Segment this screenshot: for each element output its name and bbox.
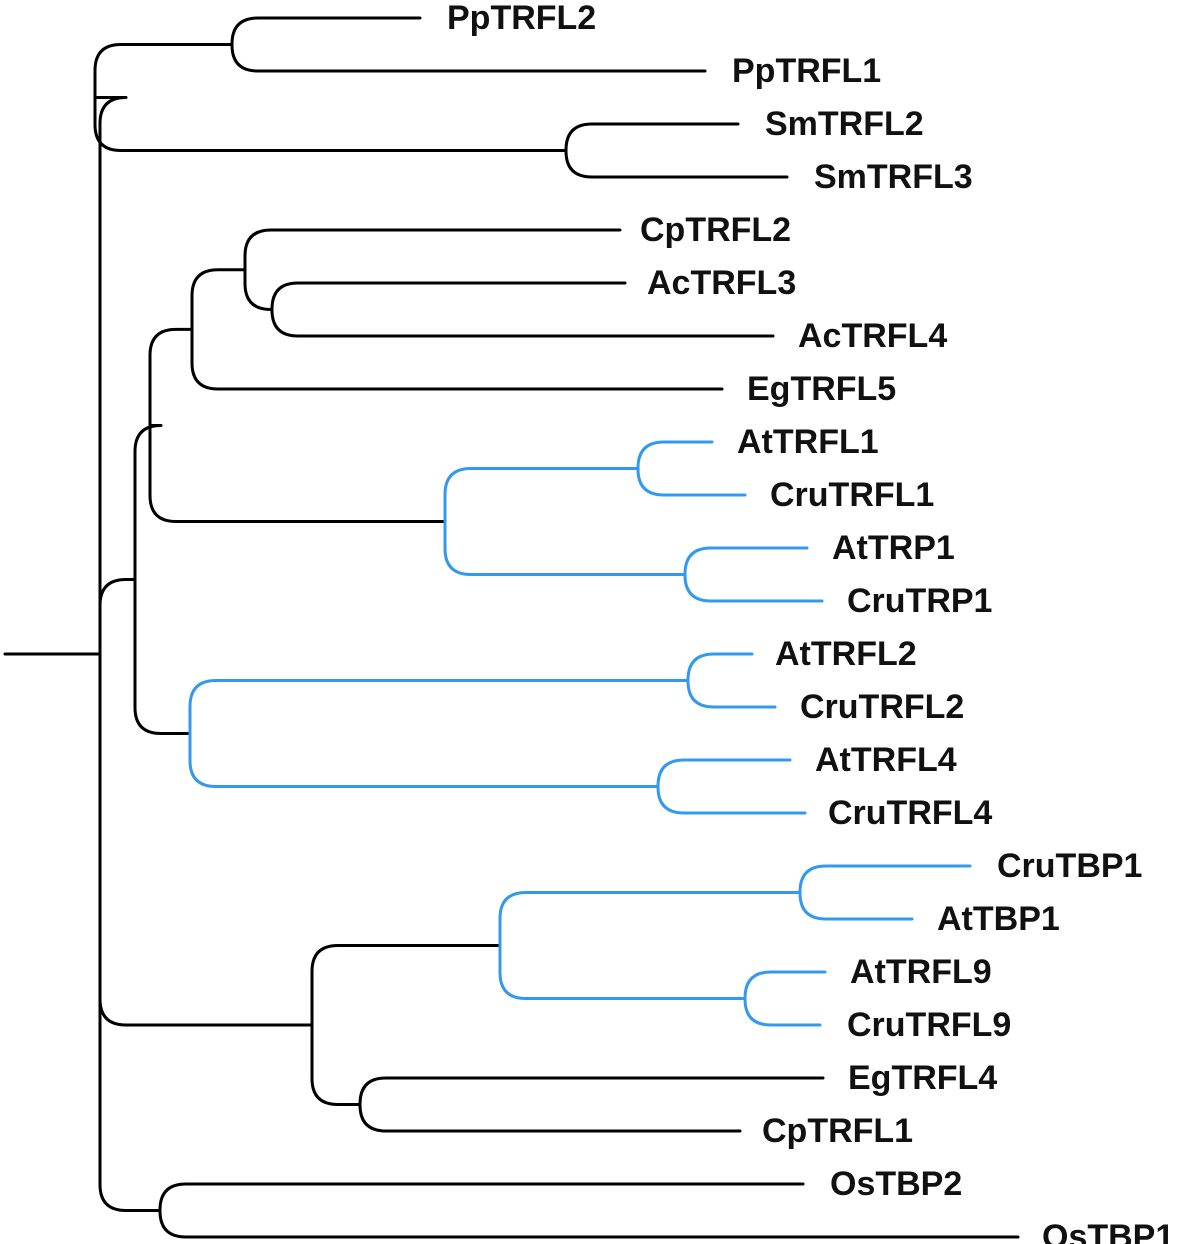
branch-36 [743, 970, 827, 1000]
branch-38 [310, 1023, 362, 1106]
branch-33 [798, 864, 972, 894]
leaf-label-attrfl2: AtTRFL2 [775, 635, 917, 673]
branch-17 [443, 467, 640, 523]
branch-25 [686, 652, 754, 682]
branch-20 [443, 520, 687, 576]
branch-31 [310, 944, 502, 1027]
leaf-label-crutrp1: CruTRP1 [847, 582, 992, 620]
branch-40 [358, 1103, 742, 1133]
tree-labels: PpTRFL2PpTRFL1SmTRFL2SmTRFL3CpTRFL2AcTRF… [447, 0, 1174, 1244]
branch-7 [98, 577, 137, 656]
branch-12 [243, 268, 274, 311]
branch-22 [683, 573, 824, 603]
branch-42 [158, 1182, 805, 1212]
branch-34 [798, 891, 914, 921]
tree-branches [3, 16, 1020, 1239]
leaf-label-actrfl3: AcTRFL3 [647, 264, 796, 302]
branch-24 [188, 679, 690, 735]
leaf-label-crutrfl4: CruTRFL4 [828, 794, 992, 832]
leaf-label-pptrfl2: PpTRFL2 [447, 0, 596, 37]
branch-23 [133, 577, 192, 735]
branch-2 [230, 16, 422, 46]
leaf-label-cptrfl1: CpTRFL1 [762, 1112, 913, 1150]
branch-27 [188, 732, 660, 788]
branch-21 [683, 546, 809, 576]
branch-37 [743, 997, 822, 1027]
branch-30 [98, 652, 314, 1027]
leaf-label-crutrfl9: CruTRFL9 [847, 1006, 1011, 1044]
branch-5 [564, 122, 740, 152]
leaf-label-ostbp1: OsTBP1 [1042, 1218, 1174, 1244]
branch-13 [270, 281, 627, 311]
leaf-label-egtrfl5: EgTRFL5 [747, 370, 896, 408]
leaf-label-cptrfl2: CpTRFL2 [640, 211, 791, 249]
branch-28 [656, 758, 792, 788]
branch-26 [686, 679, 777, 709]
leaf-label-smtrfl3: SmTRFL3 [814, 158, 973, 196]
leaf-label-crutrfl2: CruTRFL2 [800, 688, 964, 726]
branch-32 [498, 891, 802, 947]
leaf-label-crutrfl1: CruTRFL1 [770, 476, 934, 514]
branch-9 [148, 327, 194, 427]
leaf-label-actrfl4: AcTRFL4 [798, 317, 947, 355]
branch-39 [358, 1076, 825, 1106]
branch-3 [230, 43, 707, 73]
branch-8 [133, 423, 163, 581]
branch-16 [148, 423, 447, 523]
leaf-label-attrfl1: AtTRFL1 [737, 423, 879, 461]
branch-41 [98, 652, 162, 1212]
branch-11 [243, 228, 622, 272]
leaf-label-attrfl4: AtTRFL4 [815, 741, 957, 779]
leaf-label-ostbp2: OsTBP2 [830, 1165, 962, 1203]
branch-10 [190, 268, 247, 331]
branch-15 [190, 327, 724, 391]
leaf-label-attrp1: AtTRP1 [832, 529, 955, 567]
leaf-label-egtrfl4: EgTRFL4 [848, 1059, 997, 1097]
branch-29 [656, 785, 807, 815]
branch-1 [93, 43, 234, 99]
leaf-label-pptrfl1: PpTRFL1 [732, 52, 881, 90]
branch-0 [93, 96, 128, 656]
leaf-label-attbp1: AtTBP1 [937, 900, 1060, 938]
branch-43 [158, 1209, 1020, 1239]
branch-14 [270, 308, 775, 338]
leaf-label-crutbp1: CruTBP1 [997, 847, 1142, 885]
branch-19 [636, 467, 747, 497]
branch-35 [498, 944, 747, 1000]
leaf-label-attrfl9: AtTRFL9 [850, 953, 992, 991]
branch-4 [93, 96, 568, 152]
branch-18 [636, 440, 714, 470]
branch-6 [564, 149, 789, 179]
leaf-label-smtrfl2: SmTRFL2 [765, 105, 924, 143]
